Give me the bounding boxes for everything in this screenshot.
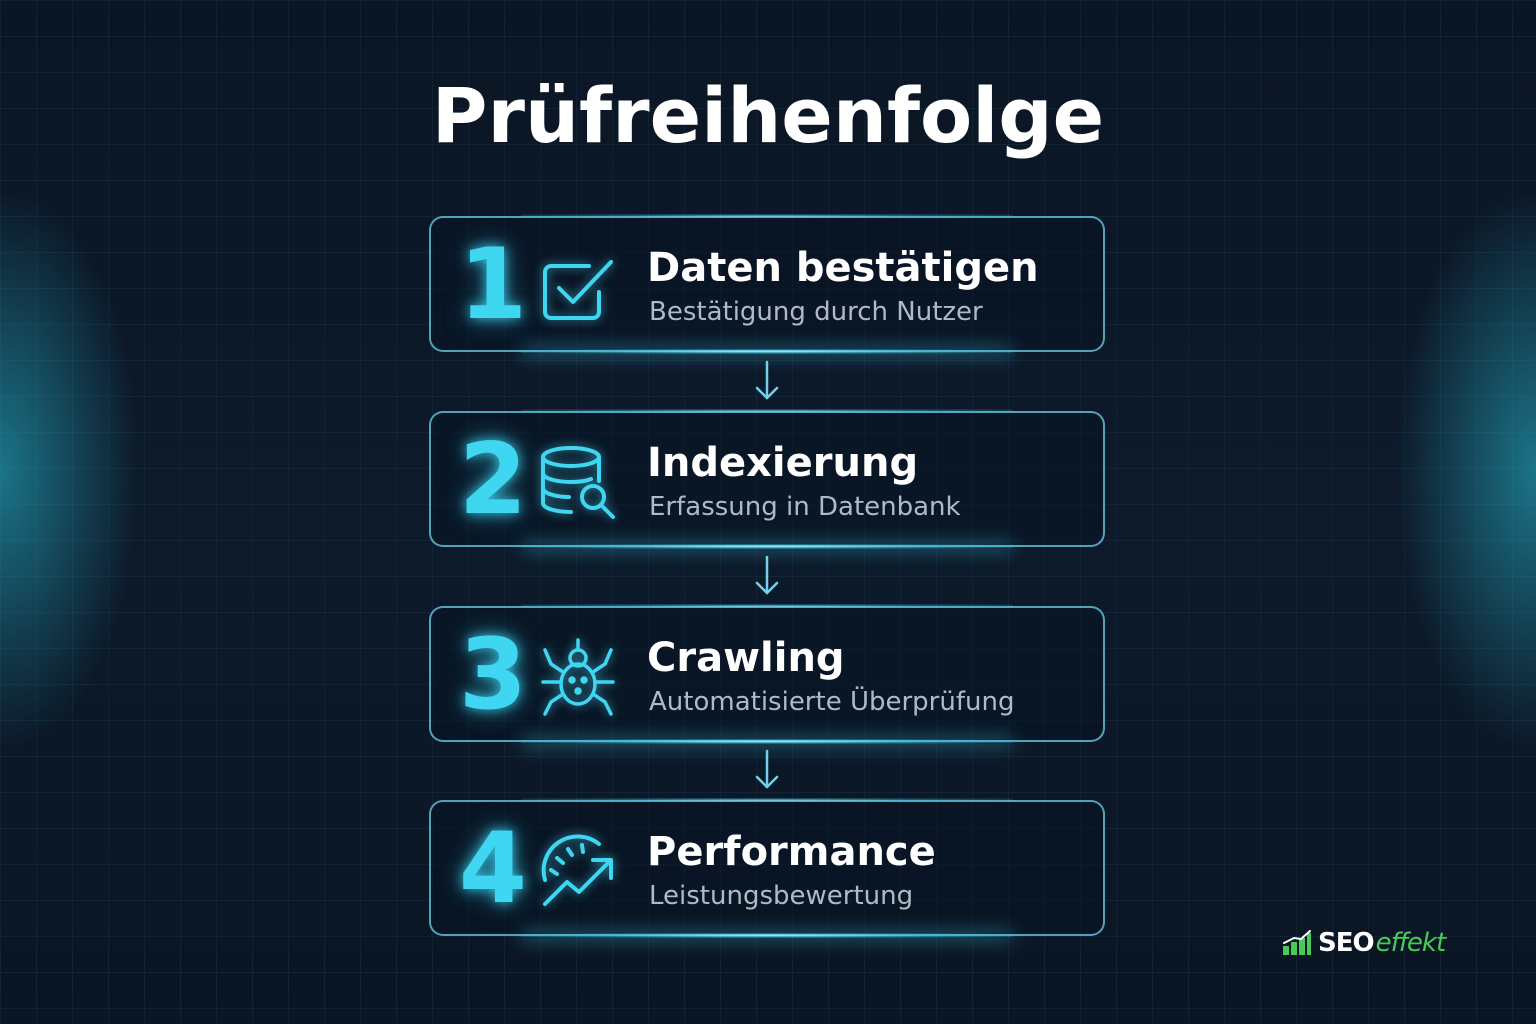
bar-chart-logo-icon	[1282, 930, 1312, 956]
arrow-down-icon	[752, 747, 782, 793]
brand-logo: SEO effekt	[1282, 926, 1447, 960]
step-title: Indexierung	[647, 440, 919, 486]
step-card-2: 2 Indexierung Erfassung in Datenbank	[429, 409, 1105, 549]
brand-name-effekt: effekt	[1375, 928, 1447, 958]
database-search-icon	[537, 441, 619, 523]
arrow-down-icon	[752, 358, 782, 404]
page-title: Prüfreihenfolge	[431, 71, 1105, 160]
arrow-down-icon	[752, 553, 782, 599]
step-card-3: 3 Crawling Automatisierte Überprüfung	[429, 604, 1105, 744]
step-number: 4	[458, 812, 528, 926]
checkbox-icon	[537, 246, 619, 328]
gauge-trend-icon	[537, 830, 619, 912]
step-subtitle: Automatisierte Überprüfung	[649, 687, 1015, 717]
step-subtitle: Erfassung in Datenbank	[649, 492, 961, 522]
step-title: Crawling	[647, 635, 845, 681]
step-title: Daten bestätigen	[647, 245, 1039, 291]
step-subtitle: Leistungsbewertung	[649, 881, 914, 911]
step-card-4: 4 Performance Leistungsbewertung	[429, 798, 1105, 938]
step-number: 3	[458, 618, 528, 732]
step-card-1: 1 Daten bestätigen Bestätigung durch Nut…	[429, 214, 1105, 354]
step-number: 1	[458, 228, 528, 342]
step-number: 2	[458, 423, 528, 537]
spider-icon	[537, 636, 619, 718]
step-subtitle: Bestätigung durch Nutzer	[649, 297, 983, 327]
step-title: Performance	[647, 829, 936, 875]
brand-name-seo: SEO	[1318, 928, 1375, 958]
